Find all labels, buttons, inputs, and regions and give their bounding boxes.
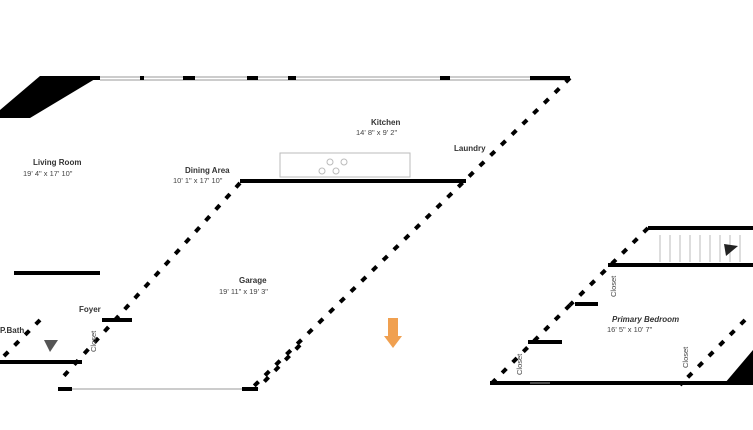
p-bath-label: P.Bath: [0, 326, 24, 335]
stair-arrow-icon: [724, 244, 738, 256]
living-room-label: Living Room: [33, 158, 81, 167]
primary-bedroom-size: 16' 5" x 10' 7": [607, 325, 653, 334]
living-room-size: 19' 4" x 17' 10": [23, 169, 73, 178]
exterior-walls: [0, 76, 753, 392]
foyer-arrow-icon: [44, 340, 58, 352]
bedroom-closet-label: Closet: [681, 346, 690, 368]
foyer-closet-label: Closet: [89, 330, 98, 352]
foyer-label: Foyer: [79, 305, 101, 314]
laundry-label: Laundry: [454, 144, 486, 153]
stairs: [659, 235, 741, 262]
kitchen-size: 14' 8" x 9' 2": [356, 128, 397, 137]
bedroom-closet-label: Closet: [609, 275, 618, 297]
kitchen-label: Kitchen: [371, 118, 400, 127]
garage-label: Garage: [239, 276, 267, 285]
primary-bedroom-label: Primary Bedroom: [612, 315, 679, 324]
garage-size: 19' 11" x 19' 3": [219, 287, 268, 296]
dining-area-size: 10' 1" x 17' 10": [173, 176, 223, 185]
bedroom-closet-label: Closet: [515, 353, 524, 375]
kitchen-counter: [279, 152, 411, 178]
entry-arrow-icon: [384, 318, 402, 348]
dining-area-label: Dining Area: [185, 166, 230, 175]
